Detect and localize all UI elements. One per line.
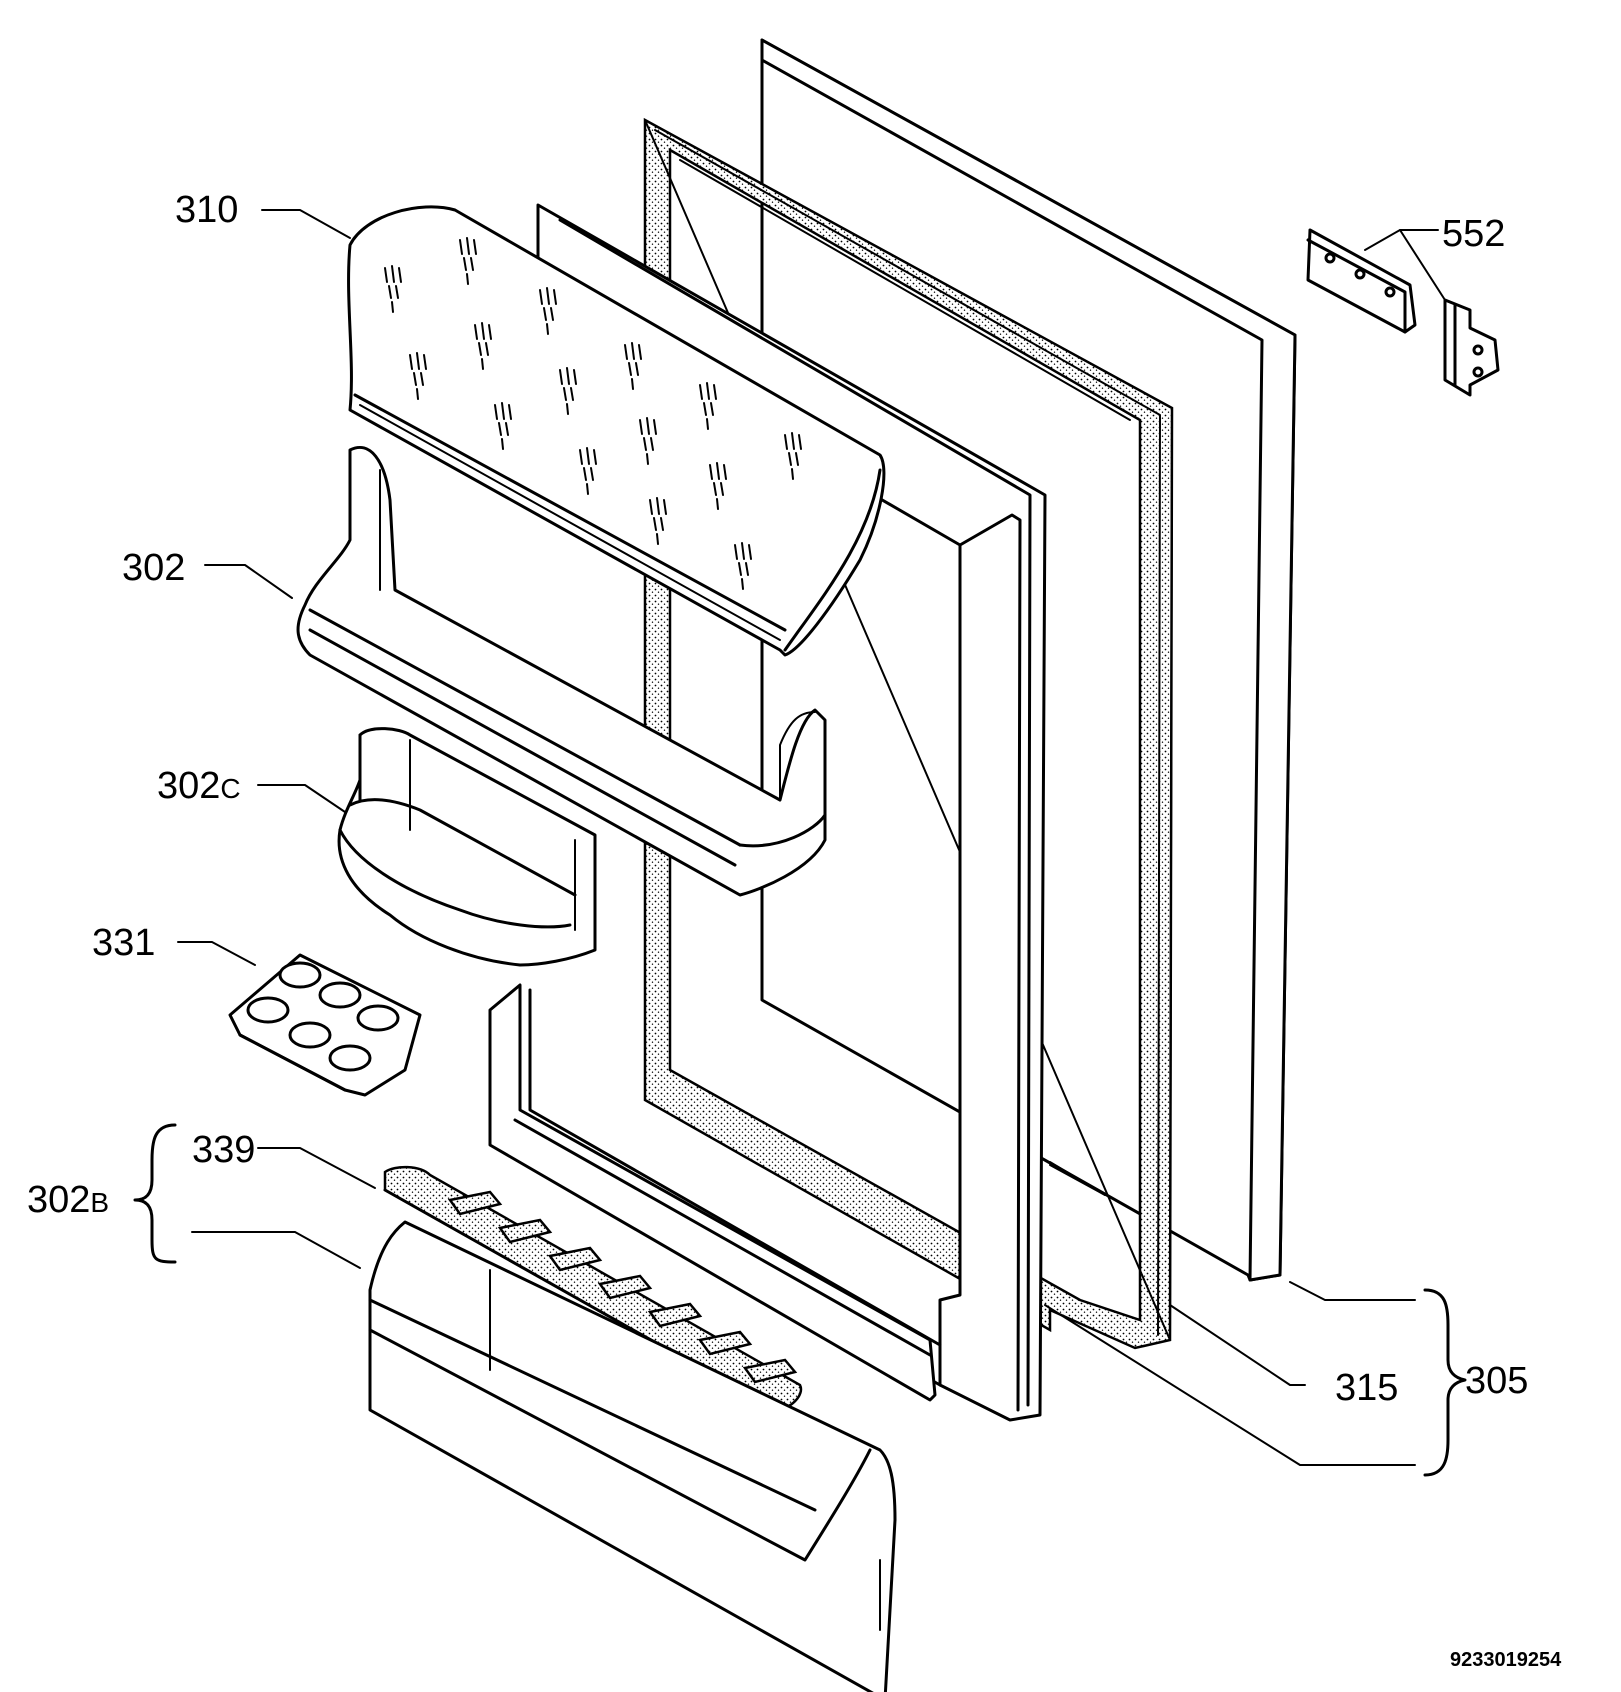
label-305: 305 <box>1465 1360 1528 1402</box>
label-339: 339 <box>192 1129 255 1171</box>
part-552-hinge-brackets <box>1306 228 1500 397</box>
door-gasket <box>643 117 1174 1350</box>
label-310: 310 <box>175 189 238 231</box>
brace-302b <box>133 1123 177 1264</box>
label-331: 331 <box>92 922 155 964</box>
leader-lines <box>177 209 1446 1466</box>
label-552: 552 <box>1442 213 1505 255</box>
door-liner-bottom <box>488 983 942 1402</box>
part-310-shelf-cover <box>347 205 886 657</box>
label-302c: 302C <box>157 765 241 807</box>
brace-305 <box>1423 1288 1467 1477</box>
label-302b-suffix: B <box>90 1187 109 1218</box>
label-302b-number: 302 <box>27 1179 90 1221</box>
part-302c-small-bin <box>337 727 597 967</box>
label-315: 315 <box>1335 1367 1398 1409</box>
label-302: 302 <box>122 547 185 589</box>
label-302c-suffix: C <box>220 773 240 804</box>
part-302-door-tray <box>296 446 827 897</box>
part-331-egg-tray <box>228 953 422 1097</box>
label-302b: 302B <box>27 1179 109 1221</box>
part-302b-bottom-bin <box>368 1220 897 1692</box>
drawing-code: 9233019254 <box>1450 1649 1562 1671</box>
label-302c-number: 302 <box>157 765 220 807</box>
